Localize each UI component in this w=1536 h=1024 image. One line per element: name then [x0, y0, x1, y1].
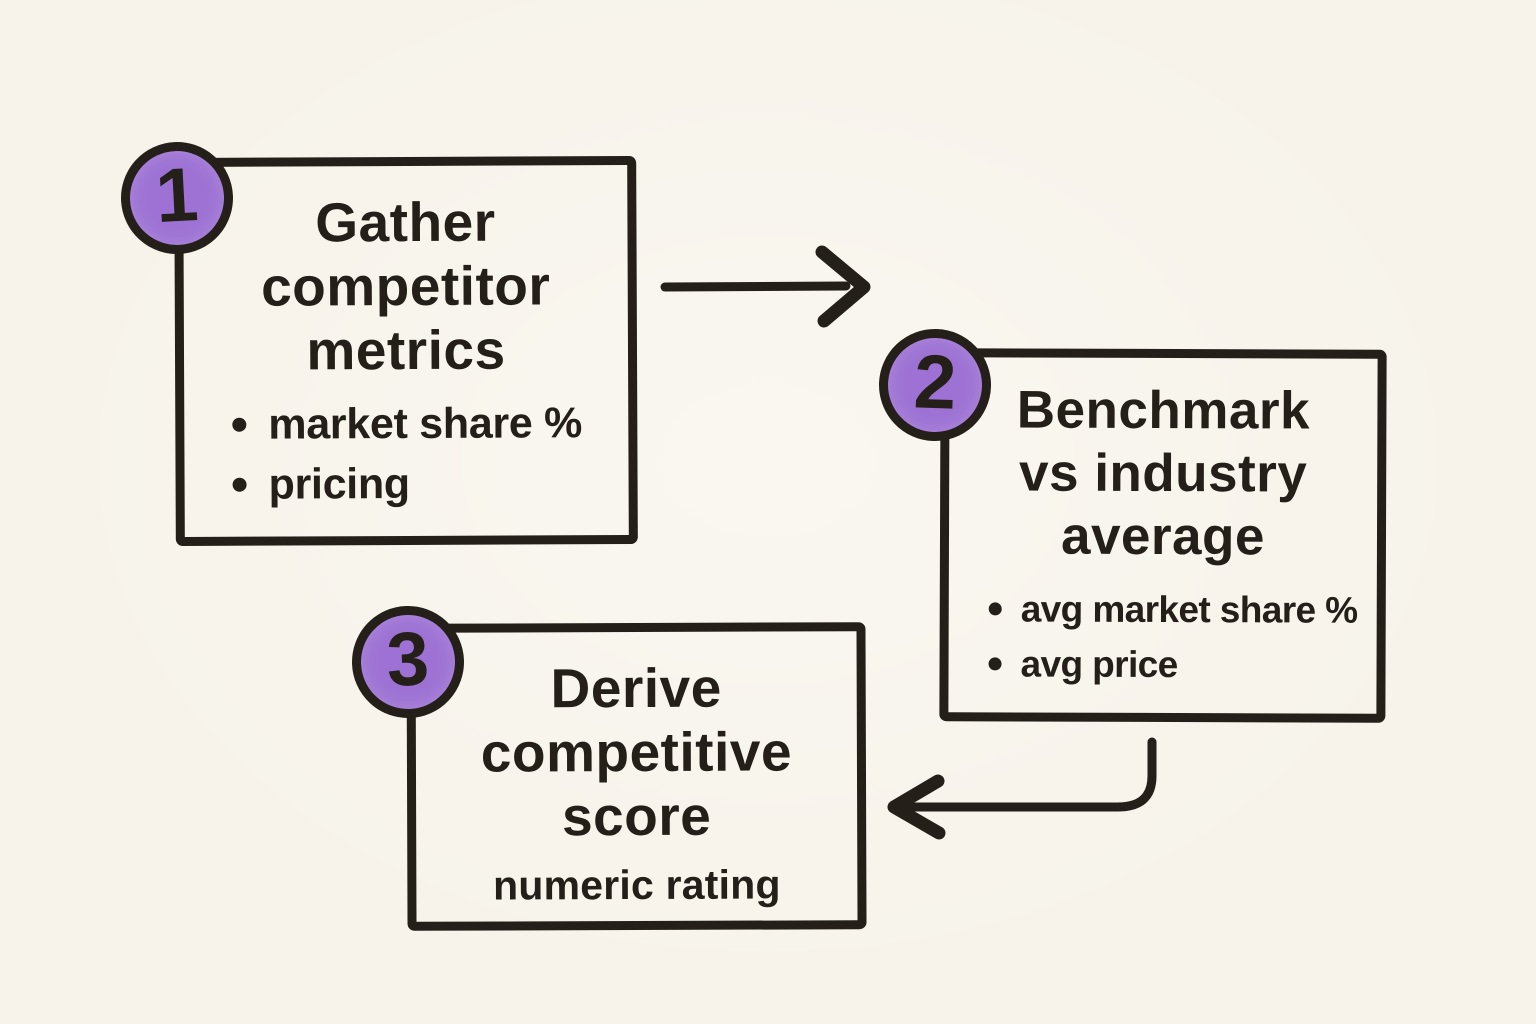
step-2-title-line: average [1060, 506, 1266, 567]
bullet-dot-icon [988, 602, 1002, 616]
step-1-title-line: competitor [260, 254, 551, 318]
bullet-dot-icon [232, 417, 247, 432]
bullet-item: pricing [232, 453, 628, 515]
step-3-title-line: Derive [550, 656, 722, 720]
step-3-note: numeric rating [493, 861, 781, 909]
arrow-step2-to-step3-icon [887, 737, 1157, 840]
step-box-1: Gather competitor metrics market share %… [174, 155, 638, 547]
step-3-title-line: score [561, 784, 712, 848]
step-1-title-line: metrics [306, 318, 506, 382]
bullet-text: avg market share % [1020, 588, 1358, 631]
step-box-3: Derive competitive score numeric rating [406, 622, 867, 931]
bullet-item: market share % [232, 393, 628, 455]
step-1-title-line: Gather [315, 190, 496, 254]
bullet-dot-icon [232, 477, 247, 492]
step-1-number: 1 [153, 151, 201, 240]
bullet-text: market share % [268, 399, 583, 449]
step-2-title-line: vs industry [1018, 443, 1308, 504]
step-2-number: 2 [912, 339, 958, 426]
bullet-item: avg price [988, 636, 1376, 692]
step-1-bullets: market share % pricing [184, 393, 629, 515]
step-3-title: Derive competitive score [416, 655, 858, 849]
step-2-title-line: Benchmark [1016, 380, 1311, 441]
step-2-bullets: avg market share % avg price [948, 581, 1376, 692]
step-2-title: Benchmark vs industry average [949, 378, 1378, 568]
step-1-title: Gather competitor metrics [183, 189, 628, 383]
step-3-number: 3 [385, 616, 431, 703]
bullet-dot-icon [988, 657, 1002, 671]
step-3-title-line: competitive [480, 720, 793, 784]
bullet-text: avg price [1020, 643, 1178, 686]
bullet-text: pricing [268, 459, 410, 509]
step-box-2: Benchmark vs industry average avg market… [939, 348, 1387, 723]
arrow-step1-to-step2-icon [660, 245, 871, 328]
bullet-item: avg market share % [988, 581, 1377, 637]
